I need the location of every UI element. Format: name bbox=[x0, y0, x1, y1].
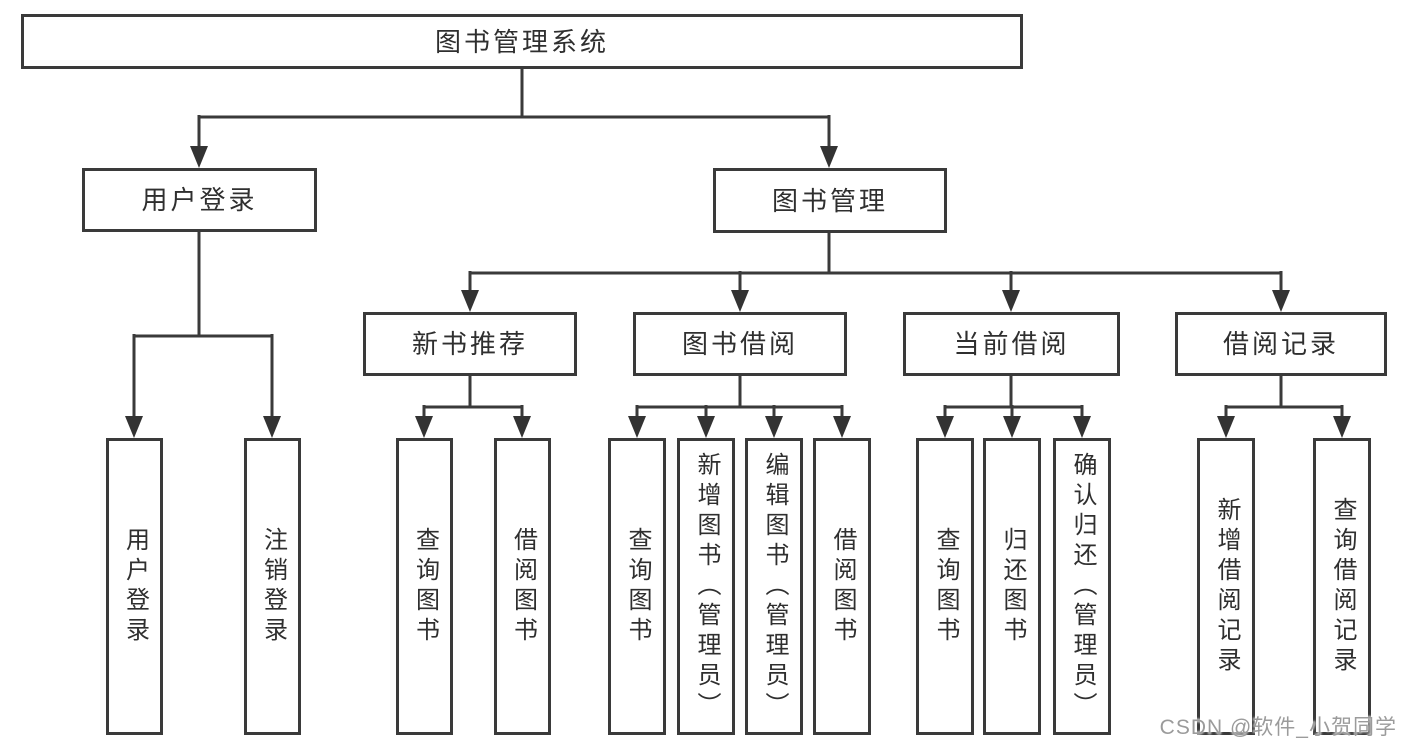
leaf-label: 借阅图书 bbox=[829, 526, 856, 647]
arrowhead-icon bbox=[731, 290, 749, 312]
connector-borrow-records bbox=[1224, 376, 1344, 418]
connector-user-login bbox=[132, 232, 274, 416]
leaf-return-books: 归还图书 bbox=[983, 438, 1041, 735]
arrowhead-icon bbox=[765, 416, 783, 438]
leaf-edit-books-admin: 编辑图书（管理员） bbox=[745, 438, 803, 735]
arrowhead-icon bbox=[936, 416, 954, 438]
leaf-label: 归还图书 bbox=[999, 526, 1026, 647]
leaf-label: 注销登录 bbox=[259, 526, 287, 647]
leaf-confirm-return-admin: 确认归还（管理员） bbox=[1053, 438, 1111, 735]
arrowhead-icon bbox=[1272, 290, 1290, 312]
arrowhead-icon bbox=[190, 146, 208, 168]
leaf-label: 查询借阅记录 bbox=[1329, 496, 1356, 677]
leaf-label: 用户登录 bbox=[121, 526, 149, 647]
connector-book-borrow bbox=[635, 376, 844, 418]
node-book-management: 图书管理 bbox=[713, 168, 947, 233]
leaf-logout: 注销登录 bbox=[244, 438, 301, 735]
arrowhead-icon bbox=[820, 146, 838, 168]
leaf-add-books-admin: 新增图书（管理员） bbox=[677, 438, 735, 735]
leaf-query-borrow-record: 查询借阅记录 bbox=[1313, 438, 1371, 735]
arrowhead-icon bbox=[1003, 416, 1021, 438]
leaf-label: 借阅图书 bbox=[509, 526, 537, 647]
leaf-label: 新增借阅记录 bbox=[1213, 496, 1240, 677]
arrowhead-icon bbox=[628, 416, 646, 438]
arrowhead-icon bbox=[1073, 416, 1091, 438]
leaf-label: 查询图书 bbox=[624, 526, 651, 647]
leaf-add-borrow-record: 新增借阅记录 bbox=[1197, 438, 1255, 735]
leaf-label: 新增图书（管理员） bbox=[693, 451, 720, 722]
leaf-borrow-books-2: 借阅图书 bbox=[813, 438, 871, 735]
connector-root bbox=[197, 69, 831, 146]
leaf-query-books-2: 查询图书 bbox=[608, 438, 666, 735]
arrowhead-icon bbox=[1002, 290, 1020, 312]
arrowhead-icon bbox=[833, 416, 851, 438]
node-book-borrowing: 图书借阅 bbox=[633, 312, 847, 376]
leaf-borrow-books-1: 借阅图书 bbox=[494, 438, 551, 735]
connector-current-borrow bbox=[943, 376, 1084, 418]
arrowhead-icon bbox=[1333, 416, 1351, 438]
node-current-borrowing: 当前借阅 bbox=[903, 312, 1120, 376]
leaf-label: 查询图书 bbox=[932, 526, 959, 647]
node-root-system: 图书管理系统 bbox=[21, 14, 1023, 69]
node-new-book-recommend: 新书推荐 bbox=[363, 312, 577, 376]
leaf-user-login: 用户登录 bbox=[106, 438, 163, 735]
arrowhead-icon bbox=[125, 416, 143, 438]
leaf-label: 确认归还（管理员） bbox=[1069, 451, 1096, 722]
leaf-label: 查询图书 bbox=[411, 526, 439, 647]
connector-book-mgmt bbox=[468, 233, 1283, 292]
arrowhead-icon bbox=[461, 290, 479, 312]
arrowhead-icon bbox=[1217, 416, 1235, 438]
arrowhead-icon bbox=[513, 416, 531, 438]
arrowhead-icon bbox=[697, 416, 715, 438]
arrowhead-icon bbox=[263, 416, 281, 438]
node-user-login: 用户登录 bbox=[82, 168, 317, 232]
leaf-query-books-1: 查询图书 bbox=[396, 438, 453, 735]
connector-new-books bbox=[422, 376, 524, 418]
leaf-query-books-3: 查询图书 bbox=[916, 438, 974, 735]
leaf-label: 编辑图书（管理员） bbox=[761, 451, 788, 722]
node-borrow-records: 借阅记录 bbox=[1175, 312, 1387, 376]
arrowhead-icon bbox=[415, 416, 433, 438]
csdn-watermark: CSDN @软件_小贺同学 bbox=[1159, 716, 1397, 739]
